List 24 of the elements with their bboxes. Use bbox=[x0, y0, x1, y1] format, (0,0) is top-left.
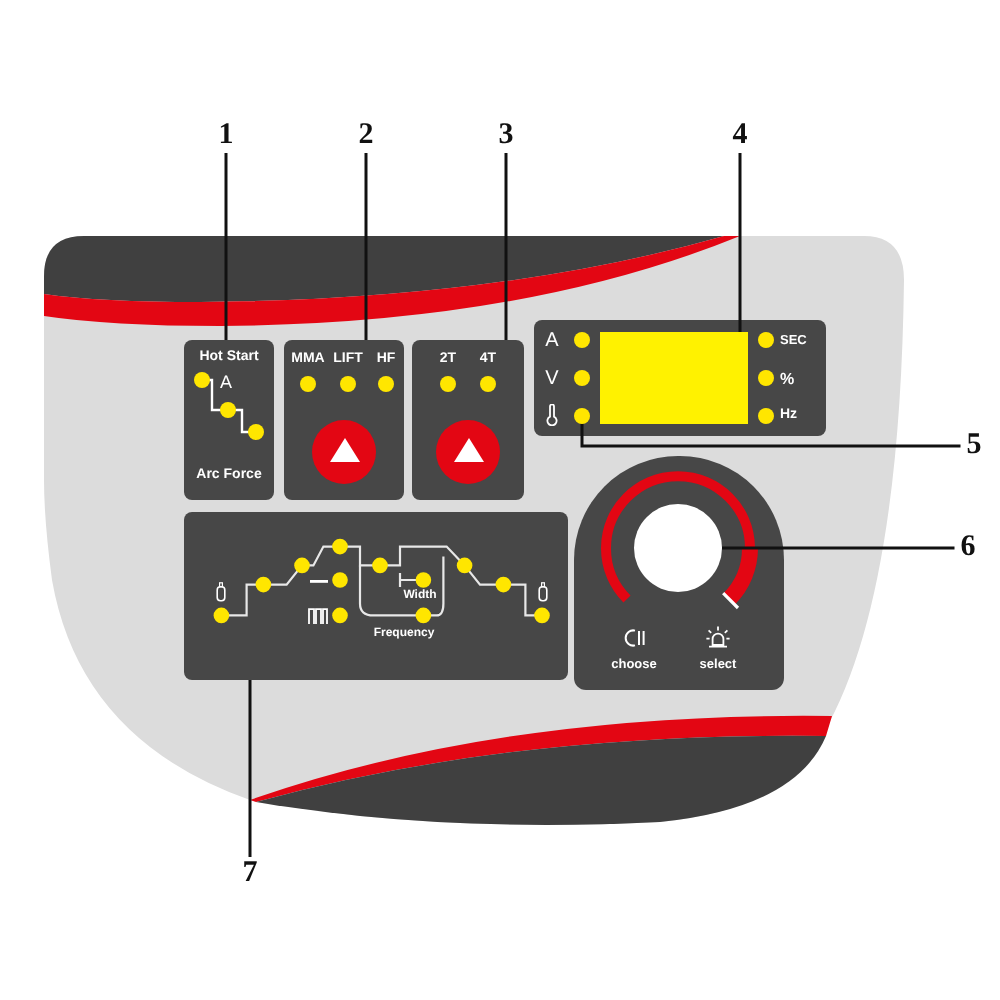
leader-line bbox=[580, 424, 961, 448]
panel-label: A bbox=[545, 329, 559, 351]
callout-number: 1 bbox=[218, 121, 234, 151]
callout-number: 4 bbox=[732, 121, 748, 151]
callout-number: 5 bbox=[966, 431, 982, 461]
panel-label: % bbox=[780, 369, 795, 387]
control-knob-panel bbox=[574, 456, 784, 690]
welding-sequence-panel bbox=[184, 512, 568, 680]
hot-start-panel bbox=[184, 340, 274, 500]
callout-number: 7 bbox=[242, 859, 258, 889]
trigger-mode-panel bbox=[412, 340, 524, 500]
display-panel bbox=[534, 320, 826, 436]
welding-mode-panel bbox=[284, 340, 404, 500]
indicator-light-icon bbox=[574, 408, 590, 424]
control-knob bbox=[634, 504, 722, 592]
display-screen bbox=[600, 332, 748, 424]
panel-label: A bbox=[220, 372, 232, 392]
leader-line bbox=[722, 546, 955, 550]
callout-number: 6 bbox=[960, 533, 976, 563]
leader-line bbox=[738, 153, 742, 332]
callout-number: 2 bbox=[358, 121, 374, 151]
callout-number: 3 bbox=[498, 121, 514, 151]
leader-line bbox=[248, 680, 252, 857]
panel-label: V bbox=[545, 367, 559, 389]
